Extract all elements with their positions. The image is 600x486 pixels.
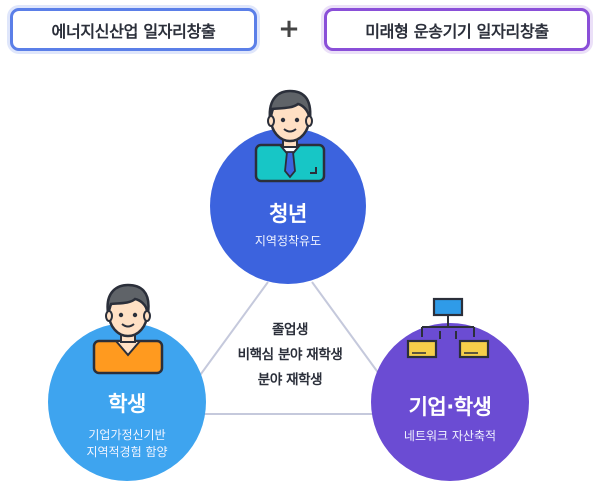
energy-industry-jobs-label: 에너지신산업 일자리창출 — [10, 8, 257, 51]
center-line-3: 분야 재학생 — [257, 372, 323, 388]
connector-top-left — [197, 281, 269, 379]
student-title: 학생 — [108, 392, 146, 416]
energy-industry-jobs-text: 에너지신산업 일자리창출 — [51, 21, 216, 41]
student-subtitle-line-2: 지역적경험 함양 — [86, 445, 168, 459]
youth-title: 청년 — [269, 202, 307, 226]
center-line-1: 졸업생 — [271, 322, 309, 338]
network-diagram-icon — [406, 297, 490, 359]
man-with-tie-icon — [254, 89, 326, 183]
student-with-orange-collar-icon — [92, 283, 164, 375]
center-line-2: 비핵심 분야 재학생 — [237, 347, 343, 363]
student-subtitle-line-1: 기업가정신기반 — [88, 428, 166, 442]
future-transport-jobs-text: 미래형 운송기기 일자리창출 — [365, 21, 549, 41]
connector-top-right — [311, 281, 383, 379]
company-student-node: 기업·학생 네트워크 자산축적 — [371, 323, 529, 481]
youth-subtitle: 지역정착유도 — [254, 234, 322, 248]
company-student-subtitle: 네트워크 자산축적 — [403, 429, 497, 443]
future-transport-jobs-label: 미래형 운송기기 일자리창출 — [324, 8, 590, 51]
company-student-title: 기업·학생 — [408, 395, 492, 419]
plus-sign: + — [278, 14, 300, 44]
